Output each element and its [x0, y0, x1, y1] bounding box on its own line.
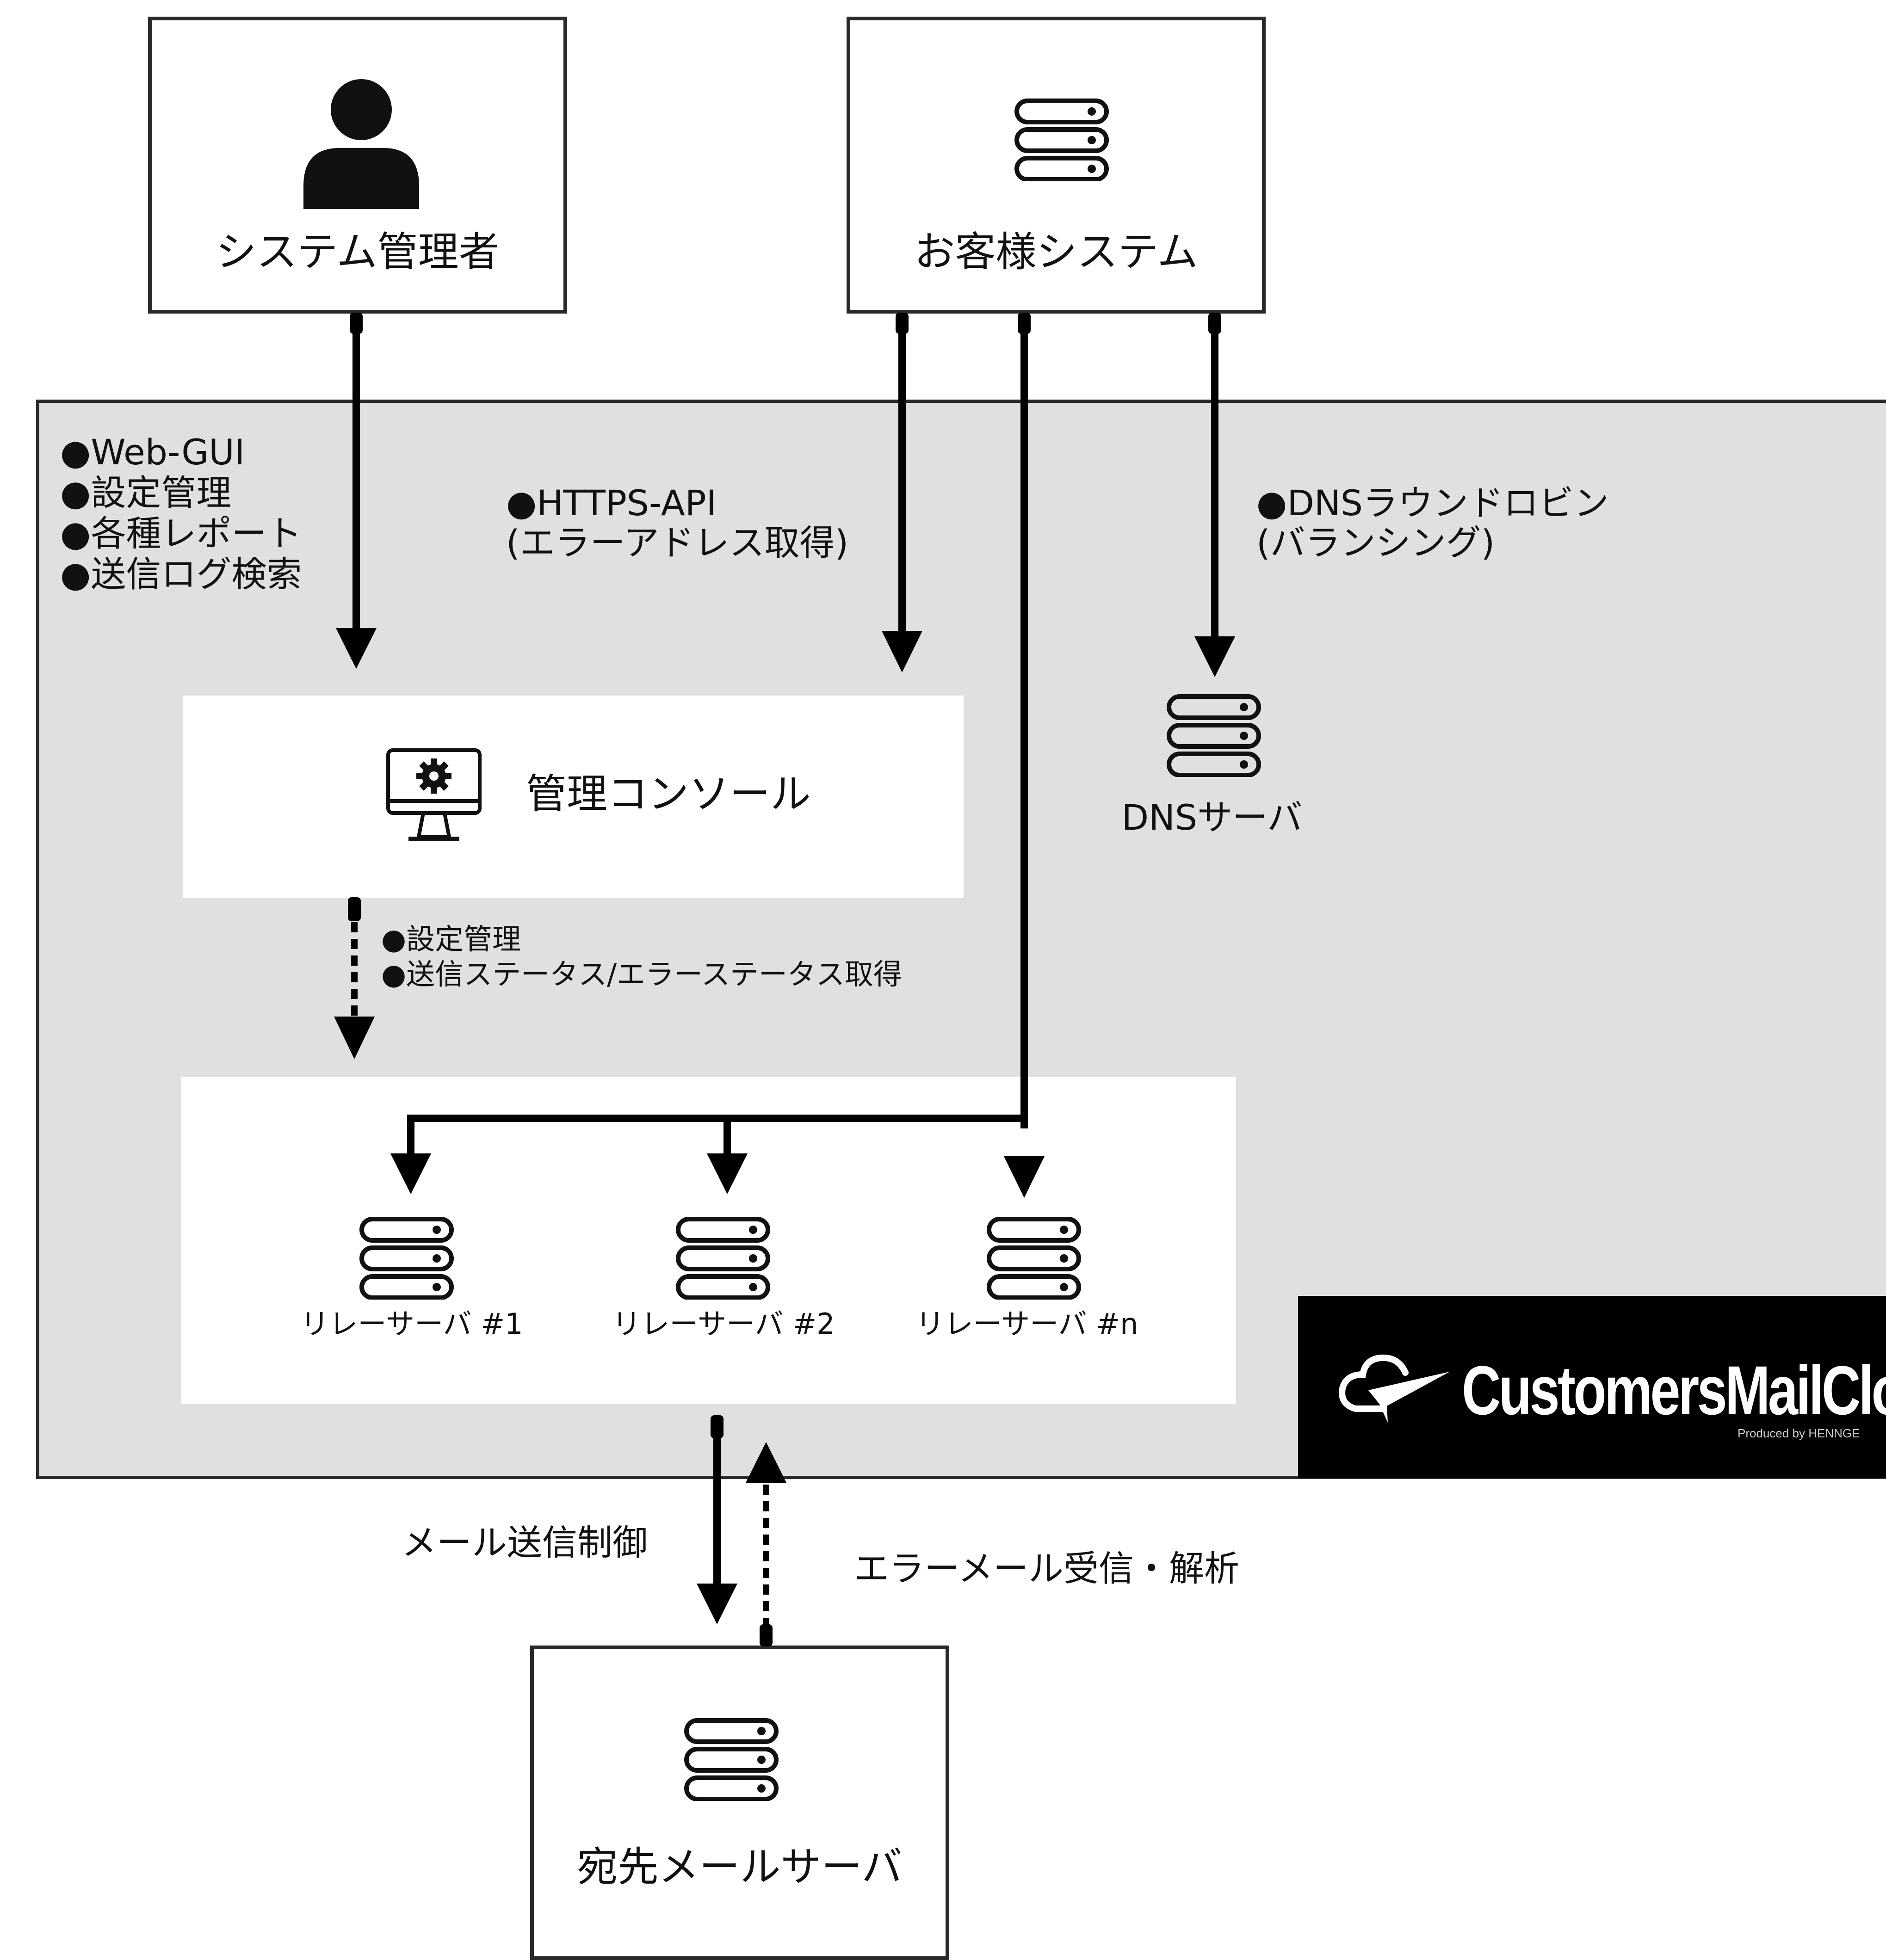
connector-smtp: [390, 313, 1045, 1198]
relay-n-icon: [986, 1216, 1082, 1301]
user-icon: [303, 79, 419, 209]
relay-2-icon: [675, 1216, 771, 1301]
dns-line: ●DNSラウンドロビン: [1256, 482, 1609, 524]
connector-api: [882, 313, 922, 672]
logo-wordmark: CustomersMailCloud: [1462, 1351, 1886, 1429]
dest-label: 宛先メールサーバ: [577, 1843, 903, 1891]
error-mail-label: エラーメール受信・解析: [854, 1548, 1239, 1589]
cloud-paper-plane-icon: [1339, 1354, 1450, 1423]
relay-2-label: リレーサーバ #2: [612, 1307, 835, 1341]
api-line: ●HTTPS-API: [506, 482, 717, 524]
connector-console-relay: [334, 897, 375, 1059]
customer-node: お客様システム: [847, 17, 1266, 314]
console-line: ●設定管理: [381, 922, 521, 956]
admin-feature-item: ●各種レポート: [60, 513, 302, 554]
server-icon: [1014, 98, 1109, 183]
dns-server-icon: [1166, 694, 1261, 779]
dns-line: (バランシング): [1256, 522, 1495, 563]
console-node: 管理コンソール: [183, 696, 964, 898]
relay-n-label: リレーサーバ #n: [915, 1307, 1138, 1341]
dest-node: 宛先メールサーバ: [530, 1646, 949, 1960]
relay-1-icon: [359, 1216, 454, 1301]
admin-feature-item: ●Web-GUI: [60, 431, 245, 473]
console-line: ●送信ステータス/エラーステータス取得: [381, 957, 902, 991]
connector-dns: [1194, 313, 1235, 677]
customers-mail-cloud-logo: CustomersMailCloud Produced by HENNGE: [1298, 1296, 1886, 1478]
logo-tagline: Produced by HENNGE: [1738, 1426, 1860, 1440]
admin-feature-item: ●設定管理: [60, 472, 232, 513]
dns-label: DNSサーバ: [1121, 797, 1303, 838]
api-line: (エラーアドレス取得): [506, 522, 849, 563]
send-control-label: メール送信制御: [402, 1522, 648, 1563]
relay-1-label: リレーサーバ #1: [300, 1307, 523, 1341]
console-label: 管理コンソール: [526, 770, 811, 818]
customer-label: お客様システム: [914, 228, 1198, 276]
connector-send: [697, 1415, 737, 1624]
admin-feature-item: ●送信ログ検索: [60, 554, 302, 595]
connector-bounce: [746, 1442, 786, 1646]
monitor-gear-icon: [386, 748, 482, 841]
admin-label: システム管理者: [216, 228, 500, 276]
dest-server-icon: [684, 1718, 779, 1803]
admin-node: システム管理者: [148, 17, 567, 314]
connector-admin-console: [336, 313, 377, 669]
